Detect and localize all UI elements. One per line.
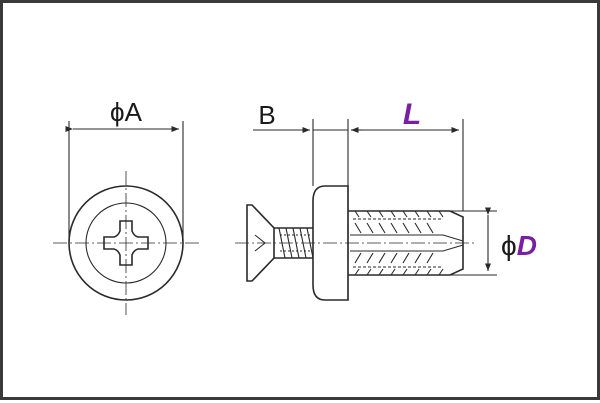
L-label: L bbox=[403, 98, 421, 131]
front-view: ϕA bbox=[53, 97, 199, 315]
D-label-phi: ϕ bbox=[501, 230, 517, 261]
plug-thread-ridges bbox=[353, 210, 444, 276]
side-view: B L ϕD bbox=[235, 98, 537, 301]
phillips-recess-icon bbox=[103, 220, 149, 266]
B-label: B bbox=[258, 100, 275, 130]
D-label-letter: D bbox=[517, 230, 537, 261]
screw-technical-drawing: ϕA bbox=[53, 97, 537, 315]
plug-pan-head bbox=[312, 185, 349, 301]
plug-slot bbox=[350, 234, 464, 252]
phiA-label: ϕA bbox=[110, 97, 143, 127]
D-label: ϕD bbox=[501, 230, 537, 261]
